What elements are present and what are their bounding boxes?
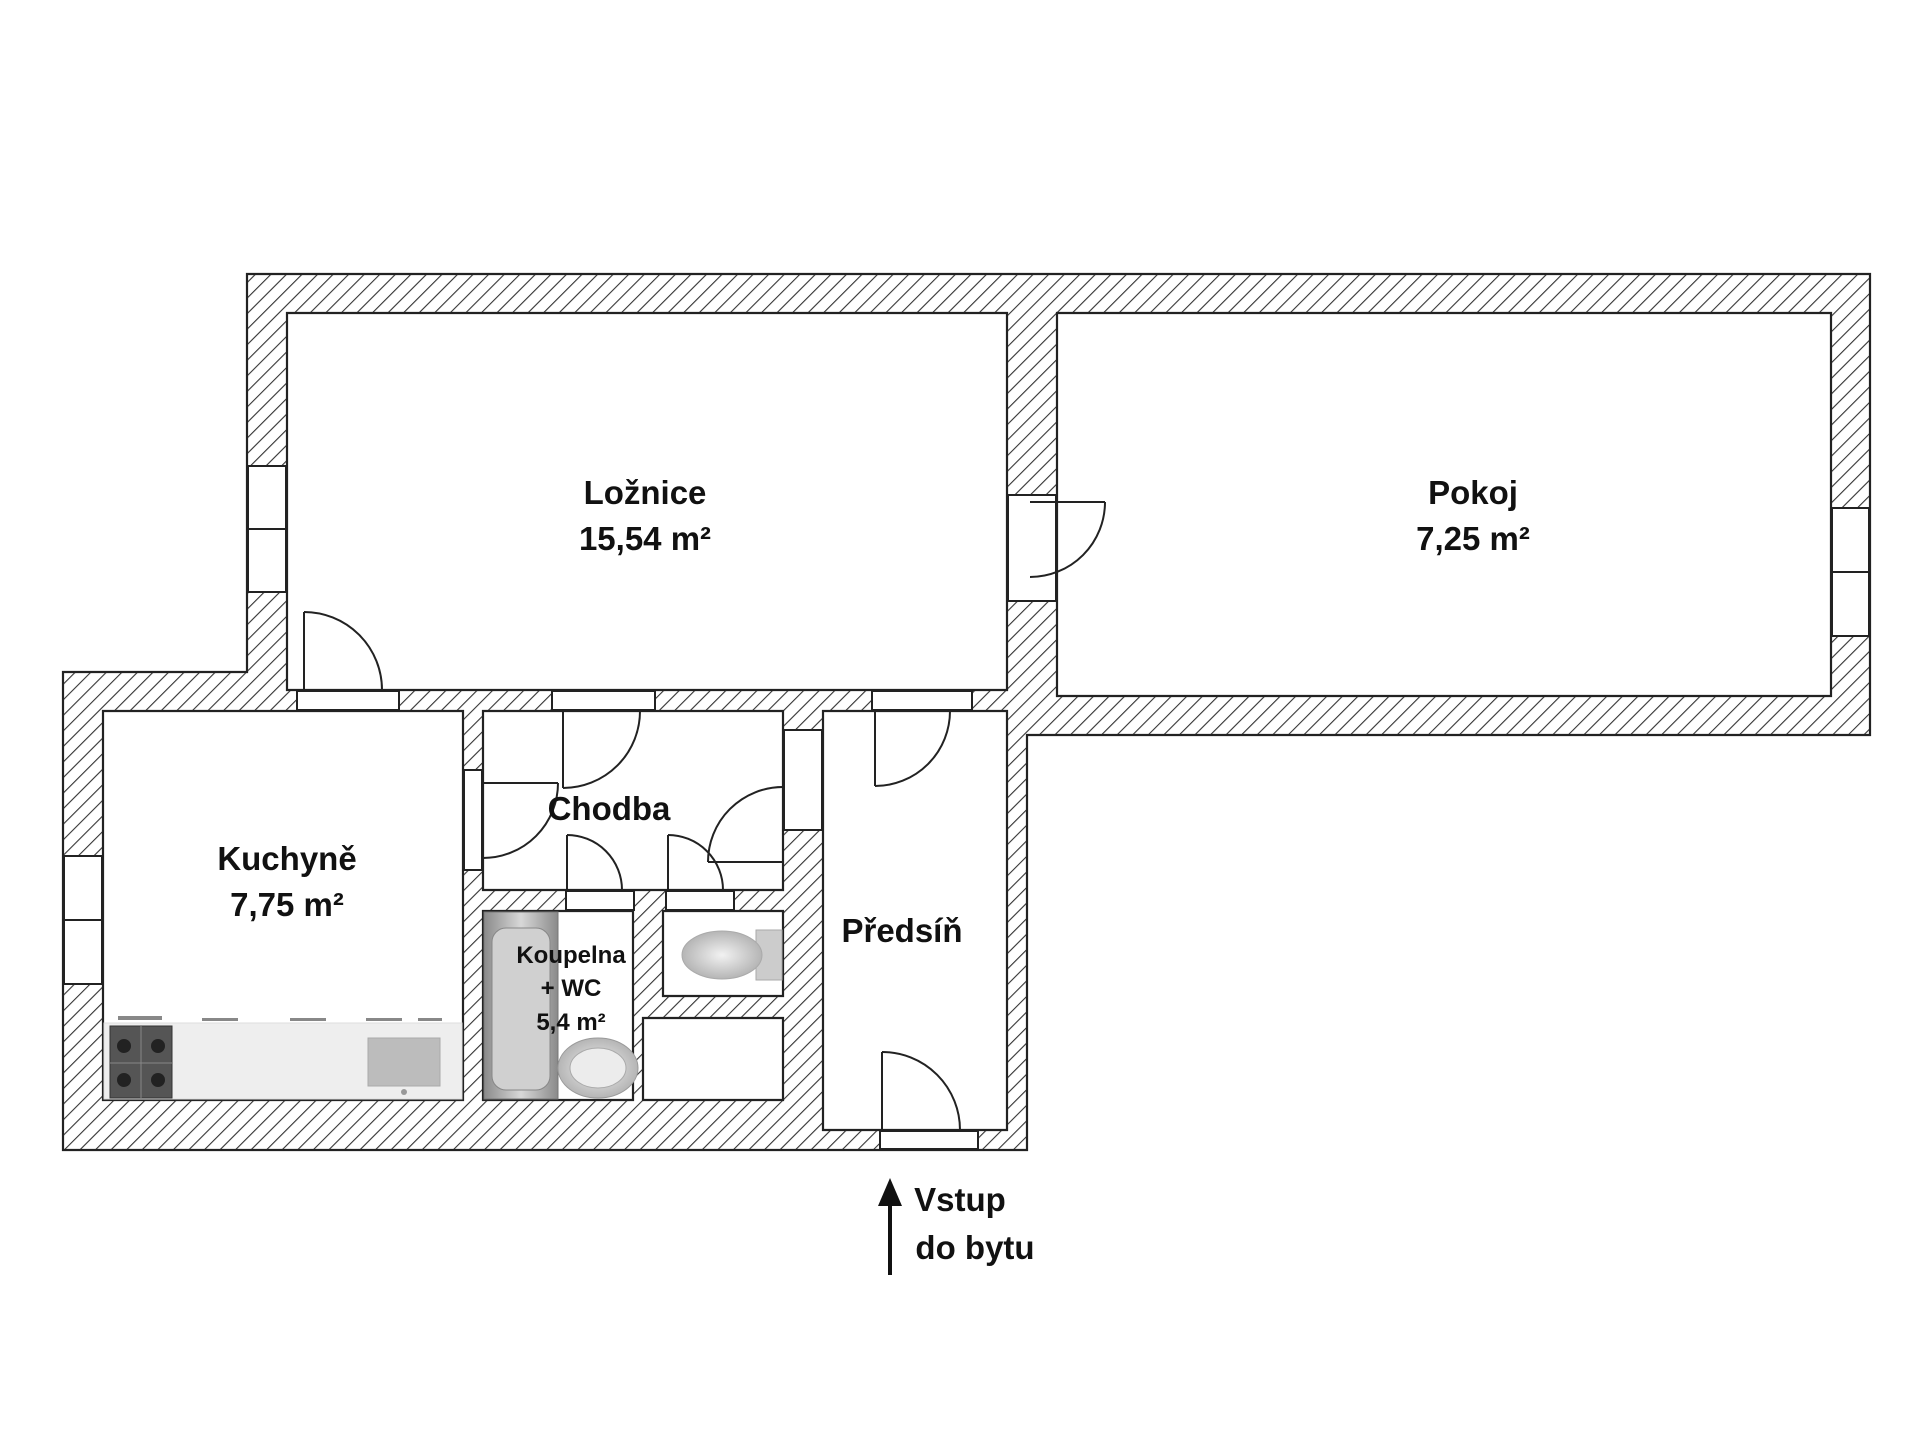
room-name-koupelna: Koupelna	[516, 942, 626, 969]
entry-label-line1: Vstup	[914, 1181, 1006, 1218]
room-area-loznice: 15,54 m²	[579, 520, 711, 557]
room-name-loznice: Ložnice	[584, 474, 707, 511]
bathroom-fixtures	[483, 911, 783, 1100]
entry-arrow-icon	[878, 1178, 902, 1275]
walls	[61, 272, 1872, 1152]
room-name-pokoj: Pokoj	[1428, 474, 1518, 511]
wall-openings	[63, 465, 1870, 1150]
room-area-kuchyne: 7,75 m²	[230, 886, 344, 923]
room-name-kuchyne: Kuchyně	[217, 840, 356, 877]
room-area-koupelna: 5,4 m²	[536, 1009, 605, 1036]
room-name2-koupelna: + WC	[541, 975, 602, 1002]
door-swings	[303, 501, 1106, 1131]
room-name-predsin: Předsíň	[841, 912, 962, 949]
kitchen-counter	[103, 1016, 463, 1100]
room-name-chodba: Chodba	[548, 790, 671, 827]
entry-label-line2: do bytu	[915, 1229, 1034, 1266]
room-area-pokoj: 7,25 m²	[1416, 520, 1530, 557]
